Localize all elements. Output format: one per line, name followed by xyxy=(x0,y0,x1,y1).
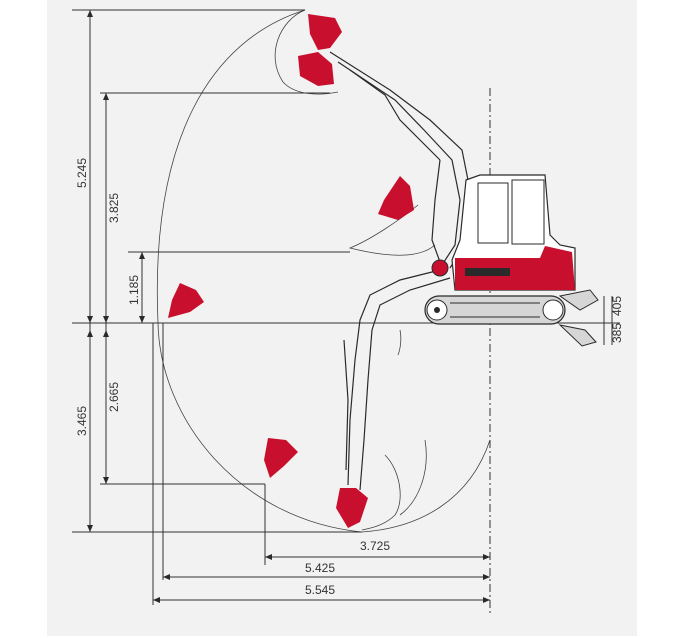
label-min-swing-radius: 3.725 xyxy=(360,539,390,553)
vertical-dimensions xyxy=(87,10,613,532)
label-blade-upper: 405 xyxy=(610,296,624,316)
horizontal-dimensions xyxy=(153,554,490,603)
label-vertical-wall-depth: 2.665 xyxy=(107,382,121,412)
bucket-bottom xyxy=(336,488,368,528)
label-max-reach: 5.545 xyxy=(305,583,335,597)
bucket-mid-upper xyxy=(378,176,414,220)
bucket-mid-lower xyxy=(264,438,298,478)
label-max-reach-height: 5.245 xyxy=(75,158,89,188)
bucket-ground-level xyxy=(168,283,204,318)
label-max-digging-depth: 3.465 xyxy=(75,406,89,436)
working-envelope xyxy=(156,9,491,533)
bucket-top xyxy=(298,14,342,86)
label-bucket-pivot-height: 1.185 xyxy=(127,275,141,305)
excavator-body xyxy=(431,174,576,291)
label-max-reach-ground: 5.425 xyxy=(305,561,335,575)
boom-lower xyxy=(343,269,451,491)
tracks xyxy=(424,295,566,325)
label-blade-lower: 385 xyxy=(610,323,624,343)
label-max-dump-height: 3.825 xyxy=(107,193,121,223)
dozer-blade xyxy=(558,289,599,347)
